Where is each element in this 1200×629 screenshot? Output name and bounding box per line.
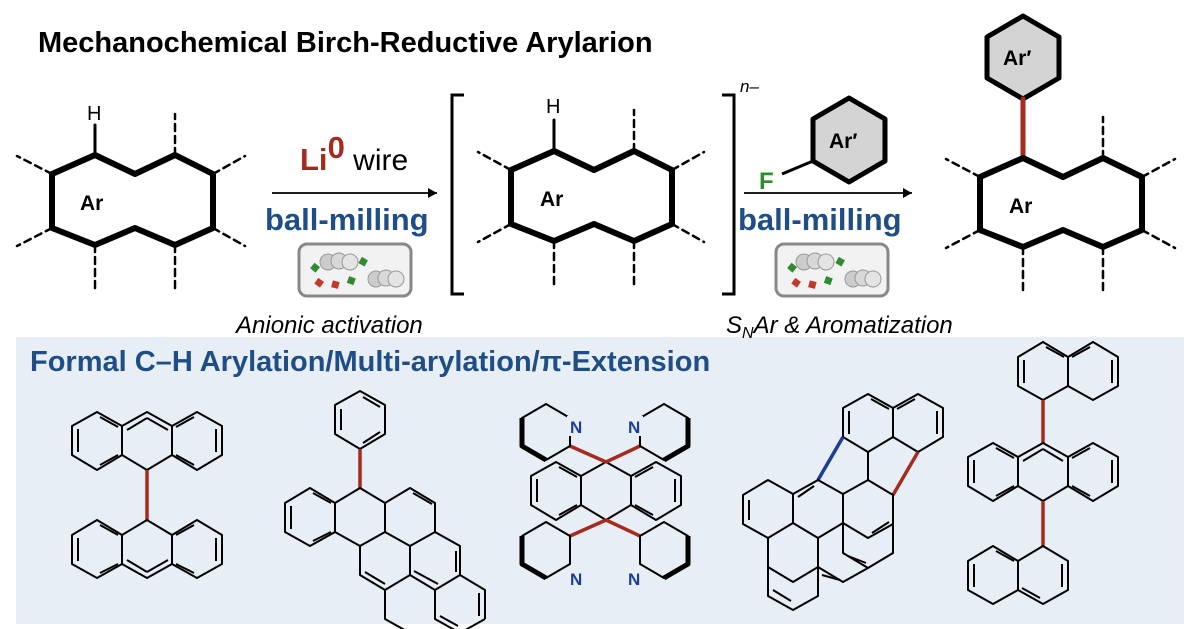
ar-ring-label-3: Ar <box>1009 195 1032 218</box>
step1-caption: Anionic activation <box>234 312 423 339</box>
ar-ring-label: Ar <box>80 192 103 215</box>
step2-caption: SNAr & Aromatization <box>726 312 953 342</box>
fluoro-label: F <box>759 168 774 195</box>
products-panel <box>16 337 1184 624</box>
ball-mill-icon-2 <box>774 242 890 298</box>
product-bianthracene <box>71 411 223 579</box>
product-ar-ar-prime <box>944 13 1177 293</box>
h-atom-label: H <box>87 103 101 125</box>
step1-method: ball-milling <box>265 202 429 237</box>
n-label-tr: N <box>628 418 640 437</box>
aryl-fluoride-reagent <box>781 95 888 185</box>
n-label-bl: N <box>570 570 582 589</box>
charge-label: n– <box>740 77 759 96</box>
figure-title: Mechanochemical Birch-Reductive Arylario… <box>38 27 653 59</box>
intermediate-anion <box>476 108 706 286</box>
product-pi-extended <box>742 393 944 611</box>
step1-reagent: Li0 wire <box>300 130 408 177</box>
ar-prime-product-label: Ar′ <box>1003 47 1031 70</box>
n-label-tl: N <box>570 418 582 437</box>
brackets <box>450 93 736 296</box>
ball-mill-icon-1 <box>297 242 413 298</box>
ar-prime-reagent-label: Ar′ <box>829 130 857 153</box>
step2-method: ball-milling <box>738 202 902 237</box>
ar-ring-label-2: Ar <box>540 188 563 211</box>
product-phenyl-pah <box>284 390 486 629</box>
substrate-ar <box>15 112 247 290</box>
product-dinaphthylanthracene <box>967 341 1119 605</box>
n-label-br: N <box>628 570 640 589</box>
section-title: Formal C–H Arylation/Multi-arylation/π-E… <box>30 346 710 378</box>
h-atom-label-2: H <box>546 96 560 118</box>
